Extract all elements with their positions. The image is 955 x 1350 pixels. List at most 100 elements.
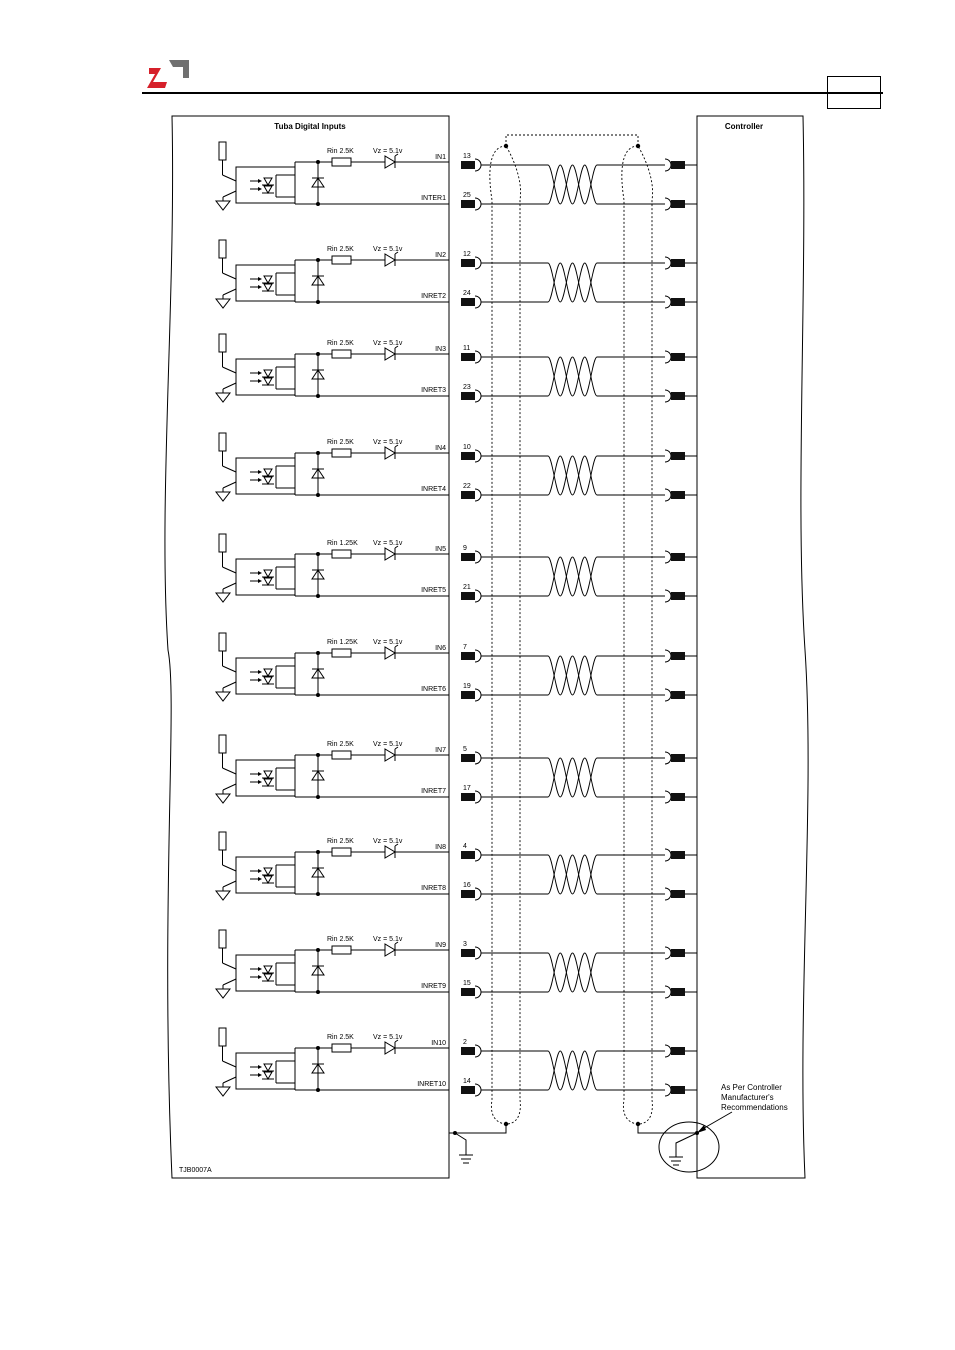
led-icon bbox=[263, 1071, 273, 1081]
return-pin-connector bbox=[461, 200, 475, 208]
twisted-pair-strand bbox=[547, 356, 598, 397]
return-pin-number: 19 bbox=[463, 683, 471, 690]
controller-socket bbox=[664, 985, 672, 999]
input-pin-socket bbox=[474, 350, 482, 364]
return-signal-label: INRET6 bbox=[421, 686, 446, 693]
input-pin-number: 13 bbox=[463, 153, 471, 160]
cable-shield-left bbox=[489, 145, 521, 1125]
twisted-pair-strand bbox=[547, 455, 598, 496]
input-pin-number: 10 bbox=[463, 444, 471, 451]
controller-connector bbox=[671, 754, 685, 762]
led-icon bbox=[263, 369, 273, 379]
input-pin-connector bbox=[461, 353, 475, 361]
arrow-head bbox=[258, 967, 262, 971]
return-signal-label: INRET9 bbox=[421, 983, 446, 990]
protection-diode-icon bbox=[311, 668, 325, 679]
led-icon bbox=[263, 377, 273, 387]
return-pin-connector bbox=[461, 793, 475, 801]
input-pin-connector bbox=[461, 1047, 475, 1055]
led-icon bbox=[263, 867, 273, 877]
shield-bridge bbox=[505, 134, 639, 146]
transistor-emitter bbox=[222, 382, 237, 390]
controller-connector bbox=[671, 259, 685, 267]
controller-socket bbox=[664, 350, 672, 364]
ground-icon bbox=[214, 298, 232, 309]
drawing-id: TJB0007A bbox=[179, 1167, 212, 1174]
zener-diode-icon bbox=[384, 943, 396, 957]
return-pin-connector bbox=[461, 592, 475, 600]
twisted-pair-strand bbox=[547, 655, 598, 696]
transistor-collector bbox=[222, 366, 237, 374]
zener-diode-icon bbox=[384, 347, 396, 361]
led-icon bbox=[263, 577, 273, 587]
ground-icon bbox=[214, 200, 232, 211]
zener-diode-icon bbox=[384, 646, 396, 660]
return-pin-socket bbox=[474, 389, 482, 403]
pullup-resistor bbox=[218, 1027, 227, 1047]
protection-diode-icon bbox=[311, 569, 325, 580]
ground-icon bbox=[214, 1086, 232, 1097]
optocoupler-box bbox=[235, 759, 296, 797]
return-signal-label: INRET7 bbox=[421, 788, 446, 795]
optocoupler-box bbox=[235, 954, 296, 992]
controller-panel-title: Controller bbox=[725, 122, 763, 131]
earth-ground-icon bbox=[459, 1154, 473, 1164]
twisted-pair-strand bbox=[547, 556, 598, 597]
controller-socket bbox=[664, 589, 672, 603]
transistor-emitter bbox=[222, 1076, 237, 1084]
zener-voltage-label: Vz = 5.1v bbox=[373, 148, 403, 155]
input-pin-socket bbox=[474, 449, 482, 463]
controller-panel-outline bbox=[696, 115, 809, 1179]
pullup-resistor bbox=[218, 141, 227, 161]
zener-voltage-label: Vz = 5.1v bbox=[373, 639, 403, 646]
led-icon bbox=[263, 676, 273, 686]
input-pin-number: 4 bbox=[463, 843, 467, 850]
twisted-pair-strand bbox=[547, 757, 598, 798]
return-pin-number: 21 bbox=[463, 584, 471, 591]
protection-diode-icon bbox=[311, 1063, 325, 1074]
controller-socket bbox=[664, 488, 672, 502]
input-resistor-label: Rin 2.5K bbox=[327, 741, 354, 748]
zener-bar bbox=[394, 345, 399, 349]
drive-panel-outline bbox=[164, 115, 450, 1179]
input-signal-label: IN4 bbox=[435, 445, 446, 452]
zener-voltage-label: Vz = 5.1v bbox=[373, 936, 403, 943]
return-pin-number: 14 bbox=[463, 1078, 471, 1085]
transistor-collector bbox=[222, 272, 237, 280]
arrow-head bbox=[258, 579, 262, 583]
transistor-emitter bbox=[222, 582, 237, 590]
input-pin-socket bbox=[474, 848, 482, 862]
input-resistor-label: Rin 1.25K bbox=[327, 639, 358, 646]
input-resistor-label: Rin 2.5K bbox=[327, 340, 354, 347]
controller-connector bbox=[671, 161, 685, 169]
controller-socket bbox=[664, 449, 672, 463]
led-icon bbox=[263, 778, 273, 788]
input-resistor bbox=[331, 255, 352, 265]
arrow-head bbox=[258, 1073, 262, 1077]
zener-bar bbox=[394, 644, 399, 648]
input-resistor bbox=[331, 448, 352, 458]
return-pin-socket bbox=[474, 589, 482, 603]
twisted-pair-strand bbox=[547, 262, 598, 303]
input-resistor bbox=[331, 750, 352, 760]
return-pin-number: 23 bbox=[463, 384, 471, 391]
controller-connector bbox=[671, 200, 685, 208]
return-pin-number: 16 bbox=[463, 882, 471, 889]
zener-voltage-label: Vz = 5.1v bbox=[373, 340, 403, 347]
input-resistor bbox=[331, 157, 352, 167]
input-pin-number: 11 bbox=[463, 345, 470, 352]
twisted-pair-strand bbox=[547, 1050, 598, 1091]
ground-icon bbox=[214, 793, 232, 804]
transistor-collector bbox=[222, 665, 237, 673]
controller-socket bbox=[664, 389, 672, 403]
input-pin-connector bbox=[461, 851, 475, 859]
protection-diode-icon bbox=[311, 177, 325, 188]
input-signal-label: IN5 bbox=[435, 546, 446, 553]
zener-voltage-label: Vz = 5.1v bbox=[373, 1034, 403, 1041]
return-signal-label: INRET10 bbox=[417, 1081, 446, 1088]
zener-bar bbox=[394, 251, 399, 255]
input-signal-label: IN8 bbox=[435, 844, 446, 851]
controller-socket bbox=[664, 256, 672, 270]
